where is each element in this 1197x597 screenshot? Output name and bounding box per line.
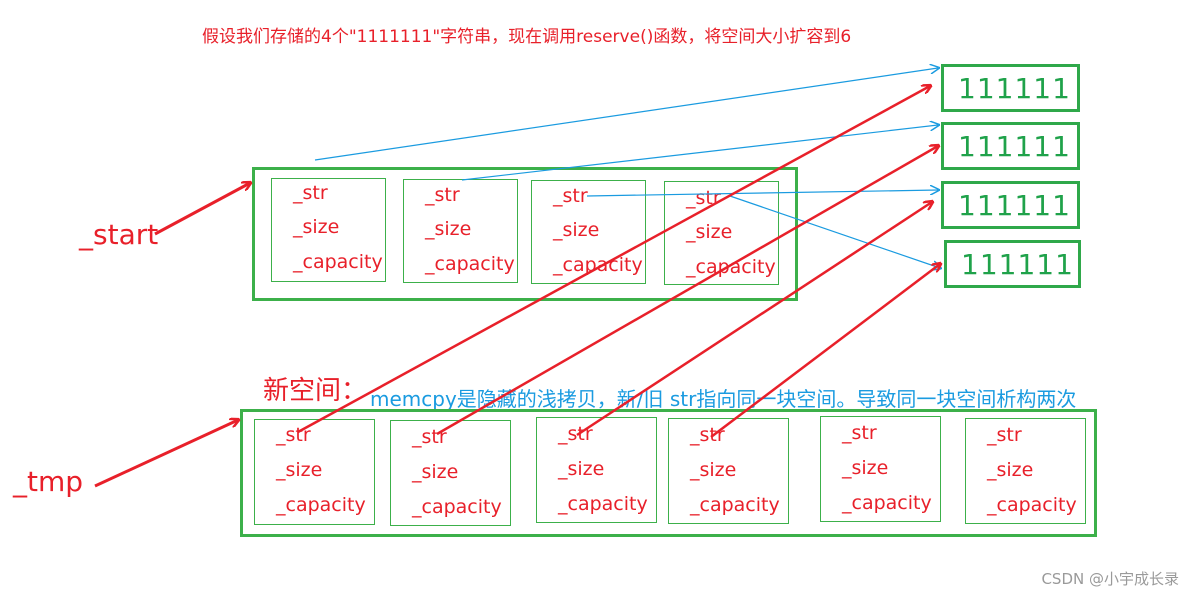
old-cell-2-size: _size — [425, 218, 472, 240]
old-cell-2-capacity: _capacity — [425, 253, 515, 275]
new-cell-5-size: _size — [842, 457, 889, 479]
new-cell-5-capacity: _capacity — [842, 492, 932, 514]
new-cell-2-str: _str — [412, 426, 447, 448]
old-cell-1-size: _size — [293, 216, 340, 238]
string-box-4: 111111 — [944, 240, 1081, 288]
diagram-title: 假设我们存储的4个"1111111"字符串，现在调用reserve()函数，将空… — [202, 27, 852, 47]
watermark: CSDN @小宇成长录 — [1041, 570, 1179, 588]
new-cell-6-size: _size — [987, 459, 1034, 481]
new-cell-1-size: _size — [276, 459, 323, 481]
old-cell-2-str: _str — [425, 184, 460, 206]
old-cell-1-str: _str — [293, 182, 328, 204]
string-box-3: 111111 — [941, 181, 1080, 229]
new-cell-6-str: _str — [987, 424, 1022, 446]
start-label: _start — [79, 218, 159, 251]
new-cell-4-size: _size — [690, 459, 737, 481]
shallow-copy-note: memcpy是隐藏的浅拷贝，新/旧 str指向同一块空间。导致同一块空间析构两次 — [370, 387, 1077, 411]
new-cell-1-capacity: _capacity — [276, 494, 366, 516]
new-cell-1-str: _str — [276, 424, 311, 446]
old-cell-3-capacity: _capacity — [553, 254, 643, 276]
new-cell-6 — [965, 418, 1086, 524]
new-cell-3-capacity: _capacity — [558, 493, 648, 515]
old-cell-4-str: _str — [686, 187, 721, 209]
string-box-2: 111111 — [941, 122, 1080, 170]
new-cell-4-capacity: _capacity — [690, 494, 780, 516]
new-cell-2-size: _size — [412, 461, 459, 483]
tmp-label: _tmp — [13, 465, 84, 498]
new-cell-4-str: _str — [690, 424, 725, 446]
string-box-1: 111111 — [941, 64, 1080, 112]
old-cell-4-capacity: _capacity — [686, 256, 776, 278]
tmp-pointer-arrow — [94, 420, 238, 488]
old-cell-3-str: _str — [553, 185, 588, 207]
new-cell-3-str: _str — [558, 423, 593, 445]
new-cell-6-capacity: _capacity — [987, 494, 1077, 516]
new-cell-5-str: _str — [842, 422, 877, 444]
old-cell-3-size: _size — [553, 219, 600, 241]
new-space-label: 新空间： — [263, 376, 368, 406]
old-cell-4-size: _size — [686, 221, 733, 243]
start-pointer-arrow — [154, 183, 250, 236]
old-cell-1-capacity: _capacity — [293, 251, 383, 273]
old-str-1-arrow — [314, 68, 938, 161]
new-cell-3-size: _size — [558, 458, 605, 480]
new-cell-2-capacity: _capacity — [412, 496, 502, 518]
